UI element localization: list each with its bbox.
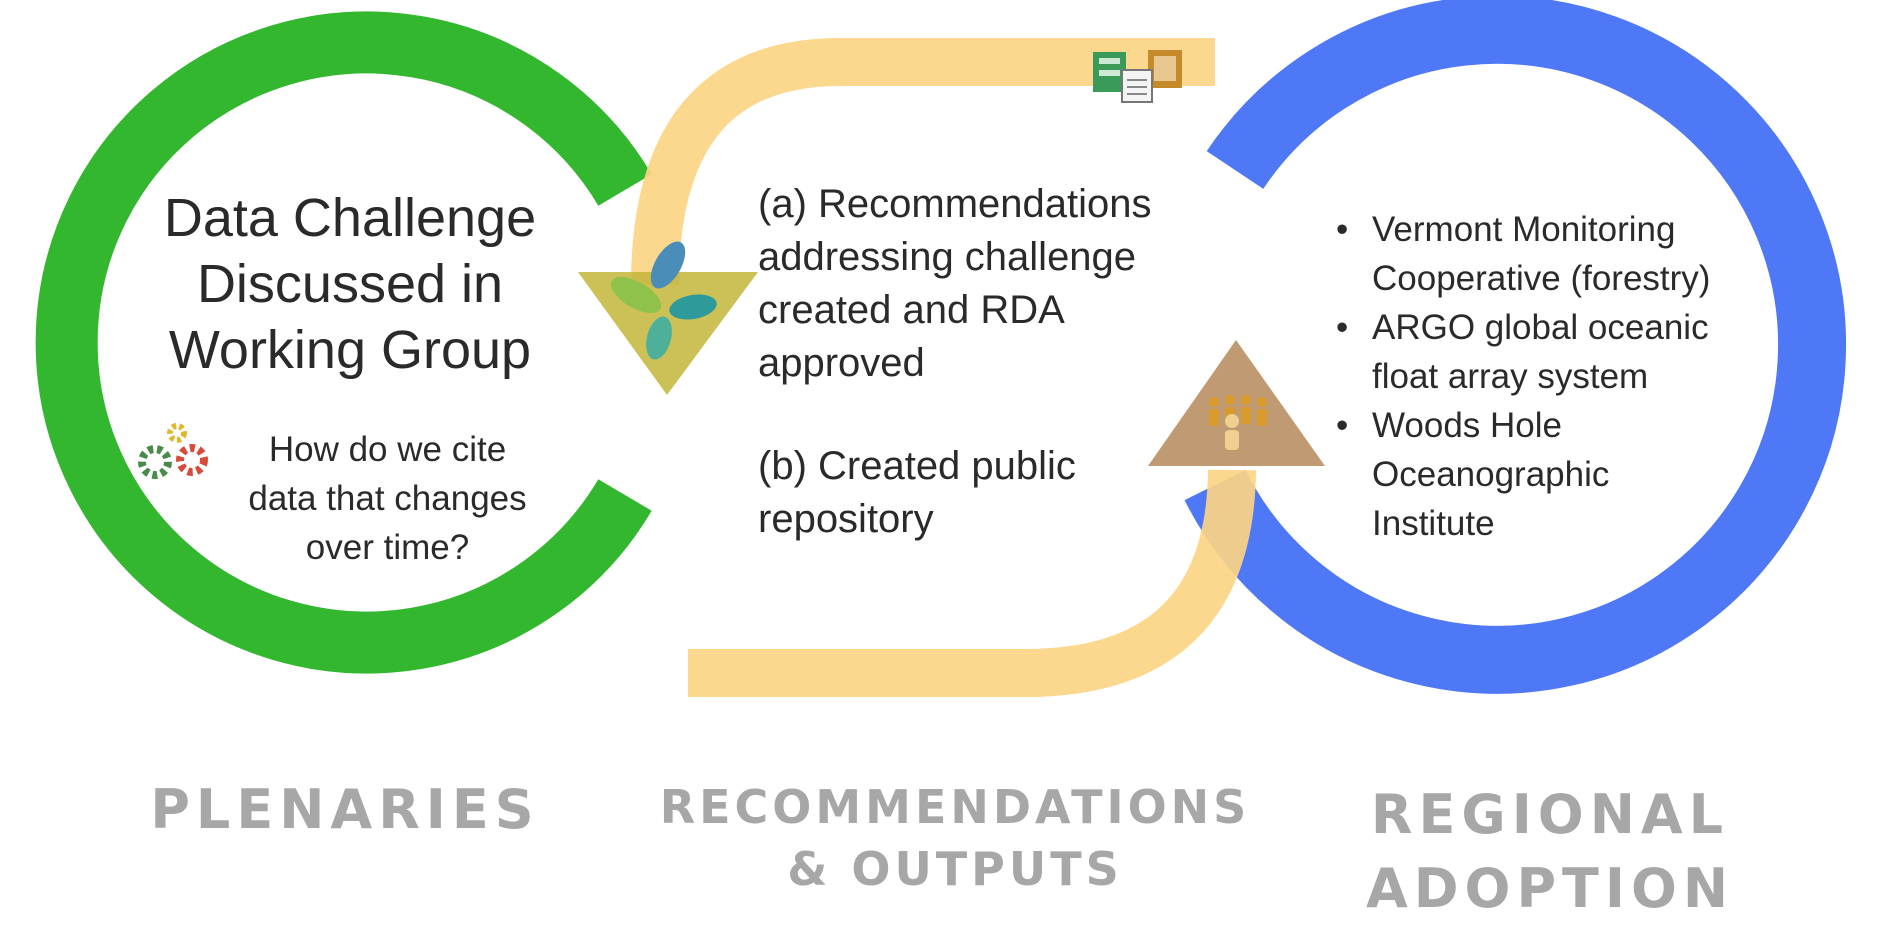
people-group-icon bbox=[1209, 395, 1267, 450]
label-regional-line1: REGIONAL bbox=[1370, 783, 1730, 846]
item-a-line: approved bbox=[758, 341, 925, 385]
adoption-list: Vermont Monitoring Cooperative (forestry… bbox=[1320, 205, 1880, 548]
question-line: How do we cite bbox=[268, 430, 507, 469]
question-line: over time? bbox=[305, 528, 470, 567]
left-question: How do we cite data that changes over ti… bbox=[205, 425, 570, 572]
leaf-cycle-icon bbox=[610, 241, 717, 360]
label-recommendations: RECOMMENDATIONS & OUTPUTS bbox=[610, 776, 1300, 900]
list-item: ARGO global oceanic float array system bbox=[1320, 303, 1880, 401]
item-a-line: (a) Recommendations bbox=[758, 182, 1152, 226]
orange-band-lower bbox=[688, 469, 1256, 697]
documents-icon bbox=[1093, 50, 1182, 103]
list-item-line: float array system bbox=[1372, 357, 1649, 396]
label-regional-adoption: REGIONAL ADOPTION bbox=[1320, 778, 1780, 926]
list-item-line: Vermont Monitoring bbox=[1372, 210, 1676, 249]
left-title-line: Discussed in bbox=[196, 254, 504, 314]
item-b: (b) Created public repository bbox=[758, 440, 1278, 546]
orange-band bbox=[631, 38, 1215, 286]
item-b-line: (b) Created public bbox=[758, 444, 1076, 488]
list-item-line: Oceanographic bbox=[1372, 455, 1610, 494]
green-ring bbox=[35, 11, 652, 674]
gears-icon bbox=[138, 423, 208, 479]
item-a-line: addressing challenge bbox=[758, 235, 1137, 279]
label-recommendations-line1: RECOMMENDATIONS bbox=[659, 780, 1251, 834]
item-a: (a) Recommendations addressing challenge… bbox=[758, 178, 1278, 390]
label-recommendations-line2: & OUTPUTS bbox=[787, 842, 1123, 896]
label-regional-line2: ADOPTION bbox=[1365, 857, 1735, 920]
left-title-line: Data Challenge bbox=[163, 188, 537, 248]
up-arrow bbox=[1148, 340, 1325, 466]
label-plenaries: PLENARIES bbox=[150, 778, 540, 841]
left-title-line: Working Group bbox=[168, 320, 532, 380]
item-a-line: created and RDA bbox=[758, 288, 1065, 332]
left-title: Data Challenge Discussed in Working Grou… bbox=[110, 185, 590, 383]
question-line: data that changes bbox=[248, 479, 527, 518]
item-b-line: repository bbox=[758, 497, 934, 541]
list-item-line: Cooperative (forestry) bbox=[1372, 259, 1711, 298]
list-item: Woods Hole Oceanographic Institute bbox=[1320, 401, 1880, 548]
list-item-line: ARGO global oceanic bbox=[1372, 308, 1709, 347]
list-item: Vermont Monitoring Cooperative (forestry… bbox=[1320, 205, 1880, 303]
middle-text: (a) Recommendations addressing challenge… bbox=[758, 178, 1278, 546]
list-item-line: Woods Hole bbox=[1372, 406, 1563, 445]
list-item-line: Institute bbox=[1372, 504, 1495, 543]
